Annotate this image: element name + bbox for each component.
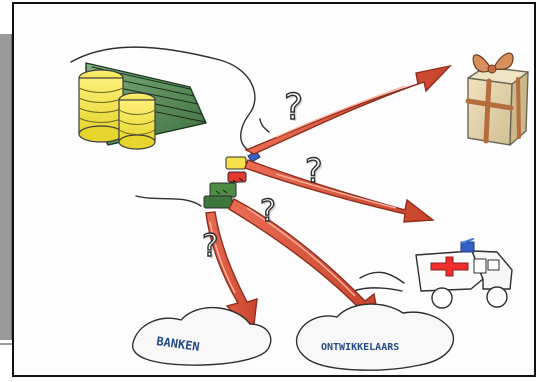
arrow-to-bank [205,211,258,335]
left-side-panel-edge [11,34,12,340]
ambulance-road-scribble [349,287,403,294]
ambulance-road-curve [359,271,405,284]
coin-stack-right [118,92,156,150]
question-mark-group: ? ? ? ? ? ? ? ? [201,86,325,266]
money-stack-icon [78,62,207,150]
question-mark-2: ? [305,151,323,190]
question-mark-4-shadow: ? [204,230,220,266]
question-mark-4: ? [202,228,218,264]
question-mark-1: ? [284,87,303,128]
top-curved-scribble [70,46,256,151]
developers-label: ONTWIKKELAARS [321,342,399,353]
question-mark-3: ? [260,194,276,229]
bank-label: BANKEN [156,334,201,354]
gift-box-icon [465,52,529,146]
bottom-left-line [0,343,12,345]
question-mark-1-shadow: ? [286,89,305,130]
arrow-to-ambulance [244,159,435,223]
bank-cloud-icon: BANKEN [131,307,272,366]
ambulance-icon [415,238,513,309]
left-side-panel [0,34,12,340]
question-mark-2-shadow: ? [307,153,325,192]
developers-cloud-icon: ONTWIKKELAARS [295,303,455,371]
central-cash-cluster [203,150,261,209]
tiny-scribble [259,118,270,133]
coin-stack-left [78,69,124,143]
drawing-frame [12,2,536,377]
question-mark-3-shadow: ? [262,196,278,231]
left-middle-scribble [135,195,202,207]
arrow-to-gift [244,64,453,155]
